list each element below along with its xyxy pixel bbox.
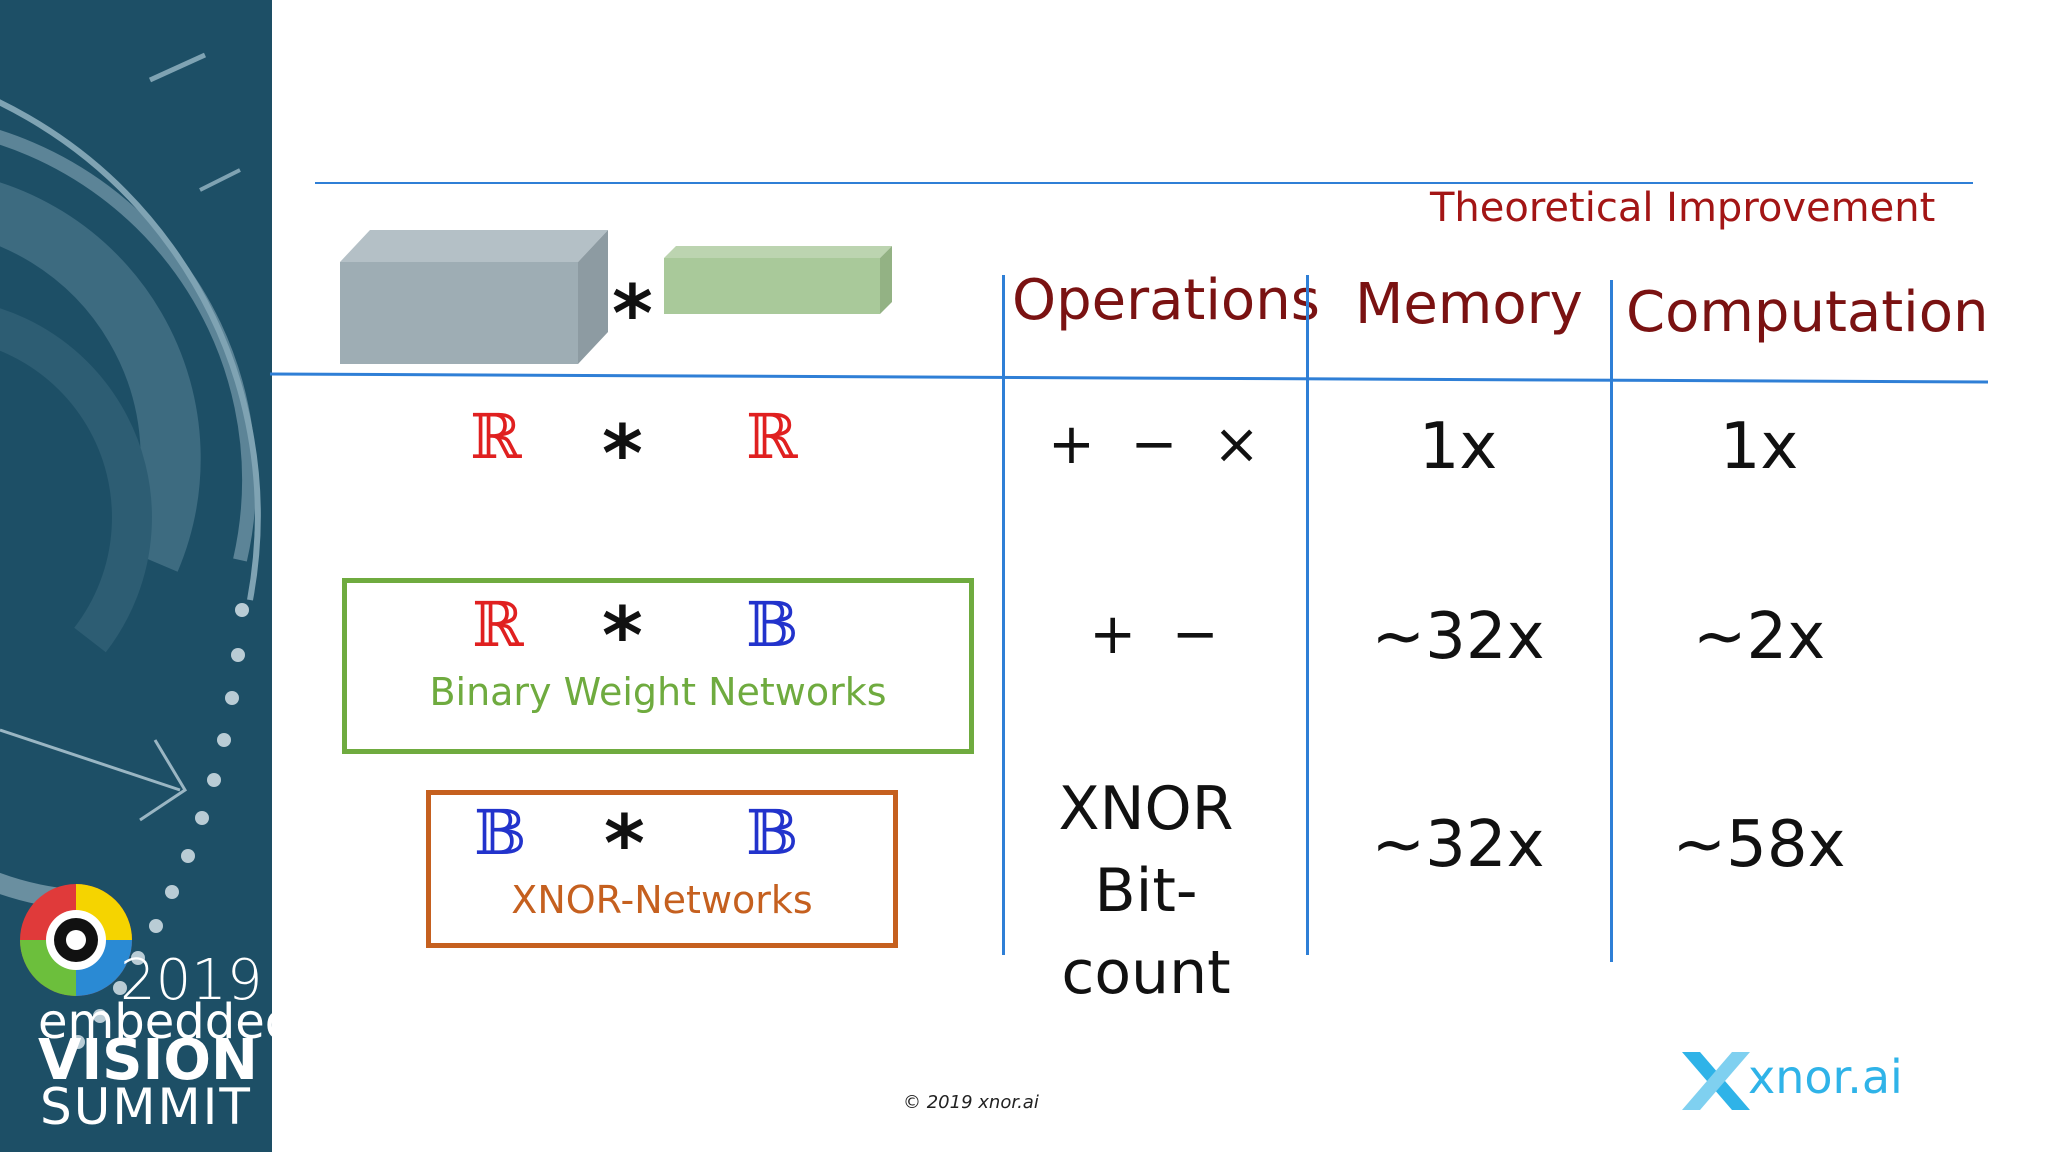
row3-computation: ~58x — [1672, 808, 1846, 882]
header-operations: Operations — [1012, 268, 1320, 333]
brand-year: 2019 — [120, 948, 263, 1013]
grid-line-1 — [1002, 275, 1005, 955]
binary-weight-networks-label: Binary Weight Networks — [429, 670, 887, 714]
xnor-networks-box — [426, 790, 898, 948]
brand-line-embedded: embedded — [38, 994, 272, 1050]
row2-right-binary-symbol: 𝔹 — [746, 588, 799, 661]
row3-operations-line1: XNOR — [1058, 774, 1234, 844]
brand-line-vision: VISION — [38, 1028, 258, 1093]
header-underline — [270, 372, 1989, 384]
xnor-logo-icon — [1682, 1052, 1750, 1110]
binary-weight-networks-box — [342, 578, 974, 754]
row3-left-binary-symbol: 𝔹 — [474, 796, 527, 869]
conference-sidebar: 2019 embedded VISION SUMMIT — [0, 0, 272, 1152]
grid-line-2 — [1306, 275, 1309, 955]
brand-line-summit: SUMMIT — [40, 1078, 252, 1136]
copyright-text: © 2019 xnor.ai — [903, 1092, 1039, 1113]
xnor-logo-text: xnor.ai — [1748, 1050, 1903, 1104]
row3-operator: * — [604, 800, 645, 890]
summit-logo-icon — [20, 884, 132, 996]
row2-operations: + − — [1089, 602, 1219, 667]
row3-operations-line3: count — [1061, 938, 1231, 1008]
row1-left-real-symbol: ℝ — [470, 400, 522, 473]
row3-memory: ~32x — [1371, 808, 1545, 882]
weight-tensor-top — [664, 246, 892, 258]
tensor-illustration — [340, 230, 892, 364]
row2-operator: * — [602, 592, 643, 682]
illustration-operator: * — [612, 270, 653, 360]
row1-memory: 1x — [1418, 410, 1498, 484]
weight-tensor-side — [880, 246, 892, 314]
top-rule — [315, 182, 1973, 184]
grid-line-3 — [1610, 280, 1613, 962]
row3-operations-line2: Bit- — [1094, 856, 1198, 926]
xnor-networks-label: XNOR-Networks — [511, 878, 813, 922]
input-tensor-front — [340, 262, 578, 364]
row1-computation: 1x — [1719, 410, 1799, 484]
header-computation: Computation — [1626, 280, 1989, 345]
row2-computation: ~2x — [1692, 600, 1826, 674]
row3-right-binary-symbol: 𝔹 — [746, 796, 799, 869]
input-tensor-side — [578, 230, 608, 364]
weight-tensor-front — [664, 258, 880, 314]
row2-left-real-symbol: ℝ — [472, 588, 524, 661]
row1-operator: * — [602, 410, 643, 500]
sidebar-graphic — [0, 52, 261, 1049]
input-tensor-top — [340, 230, 608, 262]
theoretical-improvement-title: Theoretical Improvement — [1430, 185, 1936, 231]
row2-memory: ~32x — [1371, 600, 1545, 674]
row1-operations: + − × — [1048, 412, 1260, 477]
row1-right-real-symbol: ℝ — [746, 400, 798, 473]
header-memory: Memory — [1355, 272, 1583, 337]
